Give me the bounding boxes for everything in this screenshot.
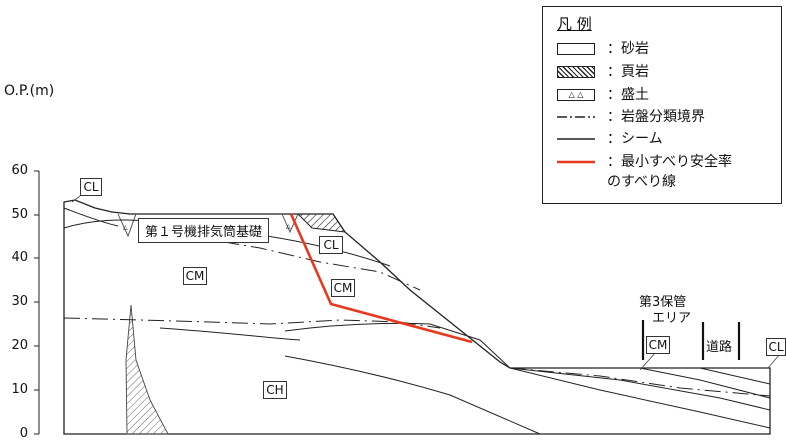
y-axis xyxy=(34,170,40,435)
tick-10: 10 xyxy=(11,382,28,397)
legend-item-seam: ：シーム xyxy=(553,129,773,149)
fill-embankment xyxy=(117,213,299,238)
rock-class-cm-left: CM xyxy=(183,267,207,285)
solid-line-icon xyxy=(557,138,595,140)
ground-surface xyxy=(63,199,771,435)
tick-20: 20 xyxy=(11,338,28,353)
legend-item-slip-line: ：最小すべり安全率 のすべり線 xyxy=(553,152,773,196)
storage-area-label-1: 第3保管 xyxy=(639,291,687,310)
rock-class-cl-slope: CL xyxy=(319,236,343,254)
rock-class-cl-top-left: CL xyxy=(80,178,102,196)
shale-wedge xyxy=(125,304,169,435)
rock-class-cm-storage: CM xyxy=(646,336,670,354)
tick-50: 50 xyxy=(11,207,28,222)
sandstone-box-icon xyxy=(557,43,595,55)
tick-30: 30 xyxy=(11,294,28,309)
svg-text:△: △ xyxy=(286,223,291,230)
tick-0: 0 xyxy=(19,426,28,441)
shale-hatch-icon xyxy=(557,66,595,78)
leader-lines xyxy=(71,195,781,371)
legend-item-boundary: ：岩盤分類境界 xyxy=(553,107,773,127)
rock-class-cm-slope: CM xyxy=(331,279,355,297)
legend-item-fill: △ △ ：盛土 xyxy=(553,85,773,105)
min-safety-slip-line xyxy=(289,213,473,344)
shale-lens-top xyxy=(296,213,347,233)
axis-title: O.P.(m) xyxy=(4,83,55,99)
tick-40: 40 xyxy=(11,250,28,265)
seams xyxy=(63,207,771,435)
legend: 凡 例 ：砂岩 ：頁岩 △ △ ：盛土 ：岩盤分類境界 ：シーム ：最小すべり安… xyxy=(542,6,782,204)
red-line-icon xyxy=(557,160,595,164)
legend-item-sandstone: ：砂岩 xyxy=(553,39,773,59)
legend-item-shale: ：頁岩 xyxy=(553,62,773,82)
svg-text:△: △ xyxy=(123,224,128,231)
foundation-label: 第１号機排気筒基礎 xyxy=(138,218,270,243)
rock-class-ch-bottom: CH xyxy=(263,381,287,399)
legend-title: 凡 例 xyxy=(557,15,592,33)
storage-area-label-2: エリア xyxy=(652,307,692,326)
tick-60: 60 xyxy=(11,163,28,178)
fill-triangles-icon: △ △ xyxy=(557,89,595,101)
rock-class-cl-right: CL xyxy=(766,338,786,356)
dash-dot-line-icon xyxy=(557,116,595,118)
road-label: 道路 xyxy=(706,336,733,355)
storage-area-markers xyxy=(641,320,741,360)
